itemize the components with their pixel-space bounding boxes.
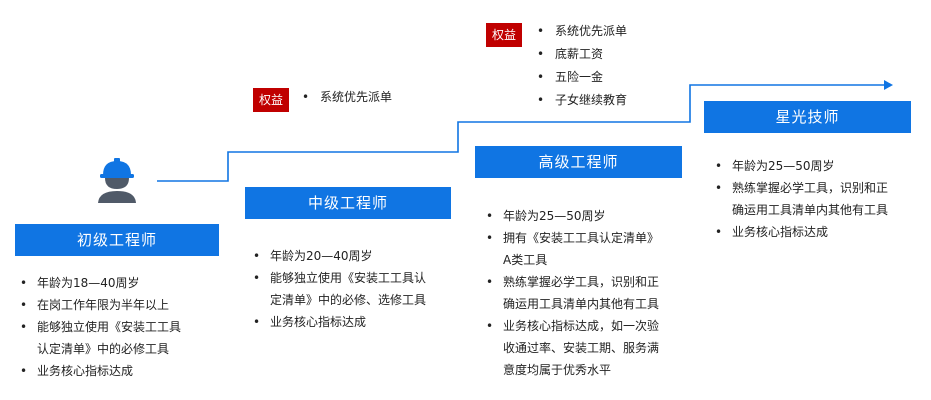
benefit-item: 子女继续教育: [535, 89, 685, 112]
level-1-banner: 初级工程师: [15, 224, 219, 256]
benefit-item: 五险一金: [535, 66, 685, 89]
benefit-item: 底薪工资: [535, 43, 685, 66]
qualification-item: 拥有《安装工工具认定清单》: [483, 227, 698, 249]
qualification-item: 年龄为25—50周岁: [483, 205, 698, 227]
qualification-item: 能够独立使用《安装工工具: [17, 316, 232, 338]
level-3-benefit-tag: 权益: [486, 23, 522, 47]
qualification-item: 熟练掌握必学工具，识别和正: [712, 177, 927, 199]
level-3-banner: 高级工程师: [475, 146, 682, 178]
qualification-item-continued: 定清单》中的必修、选修工具: [270, 293, 427, 307]
arrow-head-icon: [884, 80, 893, 90]
level-3-benefits: 系统优先派单 底薪工资 五险一金 子女继续教育: [535, 20, 685, 112]
qualification-item: 年龄为25—50周岁: [712, 155, 927, 177]
level-2-qualifications: 年龄为20—40周岁 能够独立使用《安装工工具认 定清单》中的必修、选修工具 业…: [250, 245, 465, 333]
level-3-qualifications: 年龄为25—50周岁 拥有《安装工工具认定清单》 A类工具 熟练掌握必学工具，识…: [483, 205, 698, 381]
qualification-item: 在岗工作年限为半年以上: [17, 294, 232, 316]
qualification-item-continued: A类工具: [503, 253, 548, 267]
benefit-item: 系统优先派单: [535, 20, 685, 43]
level-4-banner: 星光技师: [704, 101, 911, 133]
worker-helmet-icon: [98, 158, 136, 203]
level-2-banner: 中级工程师: [245, 187, 451, 219]
qualification-item-continued: 确运用工具清单内其他有工具: [503, 297, 660, 311]
level-4-qualifications: 年龄为25—50周岁 熟练掌握必学工具，识别和正 确运用工具清单内其他有工具 业…: [712, 155, 927, 243]
qualification-item: 业务核心指标达成，如一次验: [483, 315, 698, 337]
benefit-item: 系统优先派单: [300, 86, 450, 109]
qualification-item: 能够独立使用《安装工工具认: [250, 267, 465, 289]
qualification-item: 业务核心指标达成: [712, 221, 927, 243]
qualification-item: 年龄为18—40周岁: [17, 272, 232, 294]
qualification-item-continued: 认定清单》中的必修工具: [37, 342, 170, 356]
qualification-item: 业务核心指标达成: [250, 311, 465, 333]
level-1-qualifications: 年龄为18—40周岁 在岗工作年限为半年以上 能够独立使用《安装工工具 认定清单…: [17, 272, 232, 382]
career-path-polyline: [157, 84, 884, 182]
qualification-item-continued: 意度均属于优秀水平: [503, 363, 612, 377]
qualification-item: 熟练掌握必学工具，识别和正: [483, 271, 698, 293]
qualification-item-continued: 收通过率、安装工期、服务满: [503, 341, 660, 355]
level-2-benefits: 系统优先派单: [300, 86, 450, 109]
level-2-benefit-tag: 权益: [253, 88, 289, 112]
qualification-item: 业务核心指标达成: [17, 360, 232, 382]
qualification-item: 年龄为20—40周岁: [250, 245, 465, 267]
qualification-item-continued: 确运用工具清单内其他有工具: [732, 203, 889, 217]
